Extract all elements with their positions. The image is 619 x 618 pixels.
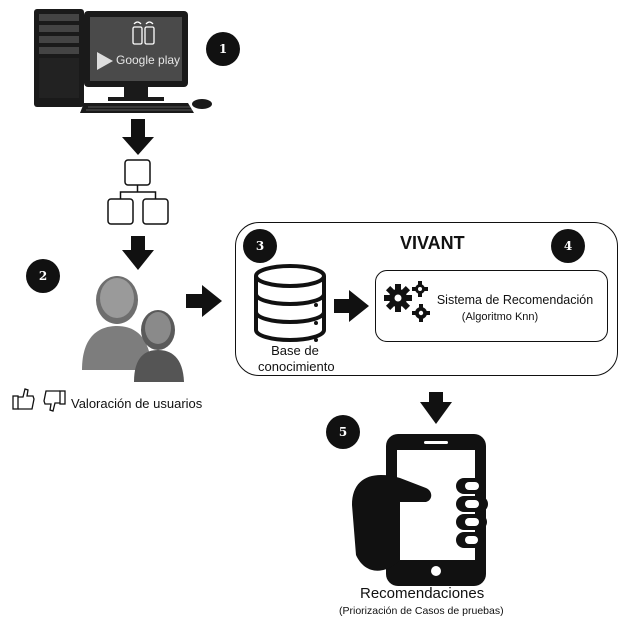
arrow-right-icon bbox=[334, 290, 369, 322]
user-rating-label: Valoración de usuarios bbox=[71, 396, 203, 411]
step-badge-2: 2 bbox=[26, 259, 60, 293]
monitor-icon bbox=[84, 11, 188, 101]
arrow-down-icon bbox=[420, 392, 452, 424]
hierarchy-icon bbox=[107, 159, 169, 225]
computer-tower-icon bbox=[34, 9, 84, 107]
mouse-icon bbox=[192, 99, 212, 109]
vivant-title: VIVANT bbox=[400, 233, 465, 253]
thumbs-up-icon bbox=[12, 388, 35, 410]
step-badge-3: 3 bbox=[243, 229, 277, 263]
recommender-subtitle: (Algoritmo Knn) bbox=[461, 311, 539, 323]
thumbs-down-icon bbox=[43, 390, 66, 412]
output-title: Recomendaciones bbox=[360, 585, 485, 602]
arrow-right-icon bbox=[186, 285, 222, 317]
google-play-icon bbox=[97, 52, 113, 70]
arrow-down-icon bbox=[122, 119, 154, 155]
users-icon bbox=[82, 276, 184, 382]
step-badge-4: 4 bbox=[551, 229, 585, 263]
google-play-label: Google play bbox=[116, 53, 181, 67]
arrow-down-icon bbox=[122, 236, 154, 270]
smartphone-hand-icon bbox=[352, 434, 488, 586]
output-subtitle: (Priorización de Casos de pruebas) bbox=[339, 605, 504, 617]
step-badge-1: 1 bbox=[206, 32, 240, 66]
database-icon bbox=[254, 264, 326, 342]
keyboard-icon bbox=[80, 103, 194, 113]
phones-icon bbox=[132, 21, 155, 45]
recommender-title: Sistema de Recomendación bbox=[436, 293, 594, 307]
recommender-box bbox=[375, 270, 608, 342]
step-badge-5: 5 bbox=[326, 415, 360, 449]
knowledge-base-label: Base de conocimiento bbox=[258, 343, 335, 374]
gears-icon bbox=[384, 281, 430, 322]
